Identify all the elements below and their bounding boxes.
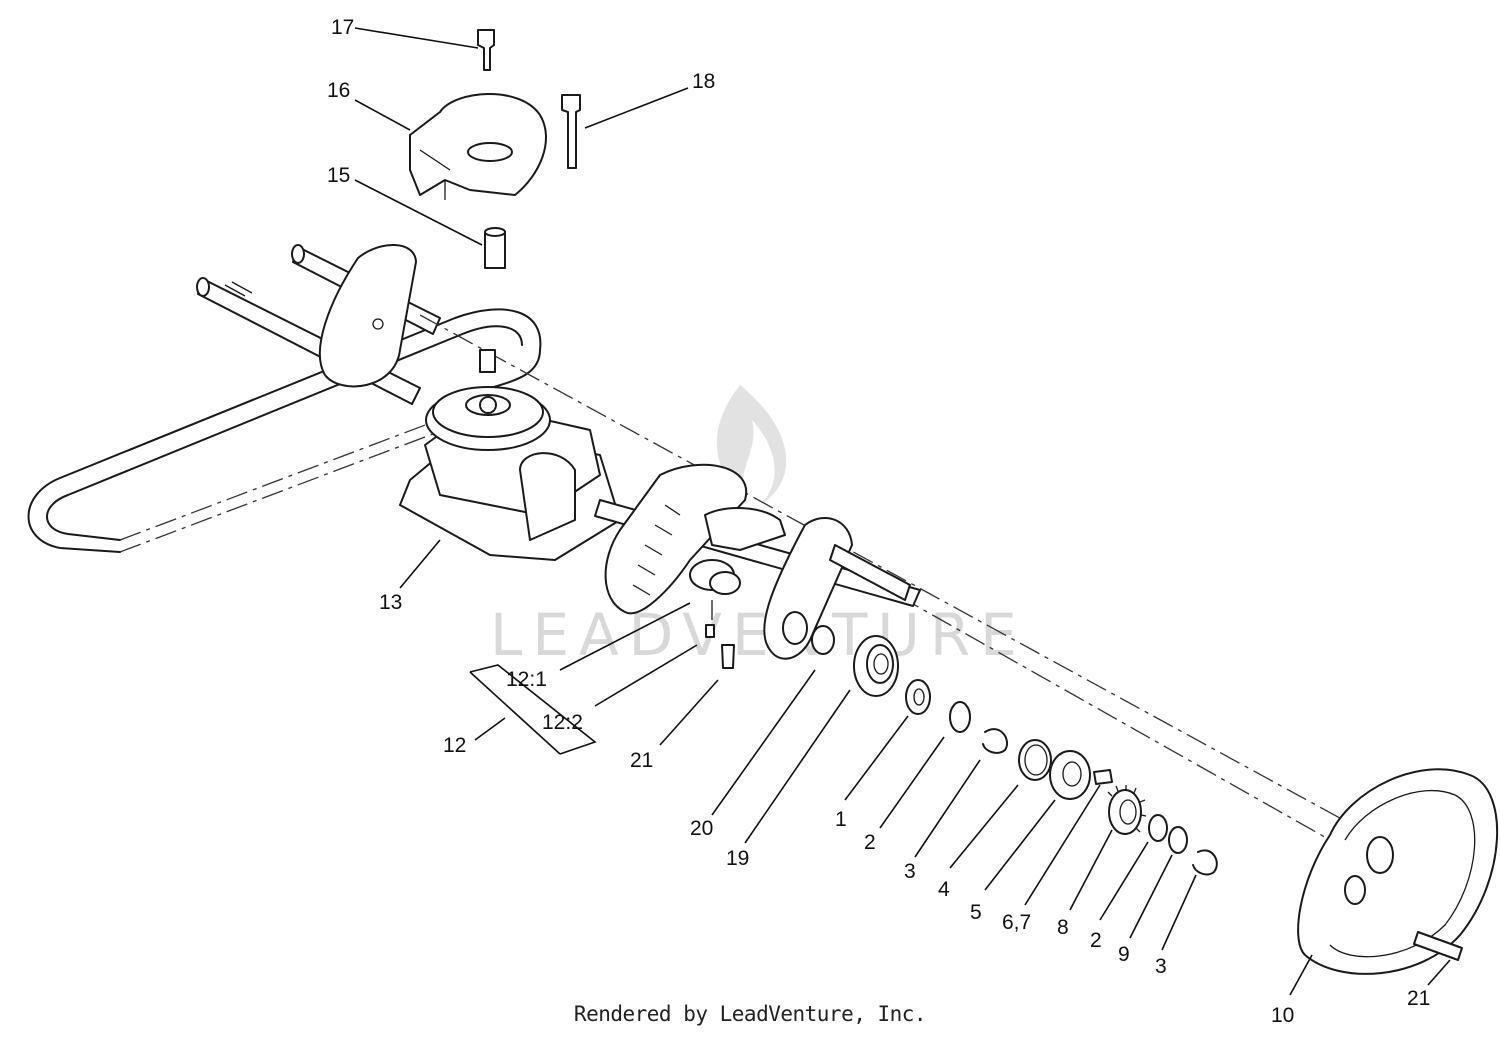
callout-5: 5 [970, 901, 982, 924]
callout-1: 1 [835, 808, 847, 831]
callout-19: 19 [726, 847, 749, 870]
e-clip-3-right [1192, 849, 1218, 876]
screw-21-right [1413, 931, 1463, 961]
bolt-17 [477, 29, 495, 71]
callout-10: 10 [1271, 1004, 1294, 1027]
key-6-7 [1093, 769, 1113, 785]
callout-17: 17 [331, 16, 354, 39]
shifter-knob [689, 559, 741, 595]
ring-2-right [1148, 814, 1168, 842]
callout-12-2: 12:2 [542, 711, 583, 734]
callout-2-left: 2 [864, 831, 876, 854]
shift-fork [704, 507, 786, 551]
bearing-plate [763, 516, 911, 660]
callout-4: 4 [938, 878, 950, 901]
watermark-text: LEADVENTURE [490, 601, 1027, 669]
callout-9: 9 [1118, 943, 1130, 966]
spring-9 [1168, 826, 1188, 854]
wheel-pulley-10 [1297, 768, 1499, 975]
screw-21-left [721, 644, 735, 669]
callout-16: 16 [327, 79, 350, 102]
set-screw [705, 624, 715, 638]
bearing-19 [853, 635, 899, 697]
washer-1 [905, 679, 931, 715]
callout-21-left: 21 [630, 749, 653, 772]
callout-21-right: 21 [1407, 987, 1430, 1010]
callout-20: 20 [690, 817, 713, 840]
callout-12-1: 12:1 [506, 668, 547, 691]
callout-6-7: 6,7 [1002, 911, 1031, 934]
idler-bracket [318, 244, 417, 388]
bolt-18 [561, 94, 581, 169]
callout-3-left: 3 [904, 860, 916, 883]
callout-15: 15 [327, 164, 350, 187]
transmission-housing [399, 349, 621, 561]
footer-credit: Rendered by LeadVenture, Inc. [573, 1002, 927, 1026]
gear-8 [1107, 785, 1147, 835]
callout-8: 8 [1057, 916, 1069, 939]
leader-lines [354, 27, 1451, 996]
e-clip-3-left [982, 728, 1008, 754]
shaft-centerline [419, 314, 1381, 841]
callouts: 17 16 18 15 13 12:1 12:2 12 21 20 19 1 2… [327, 16, 1430, 1027]
drive-belt [27, 308, 542, 553]
shifter-plate [604, 463, 748, 615]
spacer-15 [484, 227, 506, 269]
snap-ring-20 [811, 625, 835, 655]
callout-3-right: 3 [1155, 955, 1167, 978]
ring-4 [1018, 739, 1052, 781]
callout-18: 18 [692, 70, 715, 93]
callout-12: 12 [443, 734, 466, 757]
callout-13: 13 [379, 591, 402, 614]
ring-2-left [949, 701, 971, 733]
hub-5 [1049, 750, 1091, 800]
callout-2-right: 2 [1090, 929, 1102, 952]
cover-16 [409, 93, 547, 200]
